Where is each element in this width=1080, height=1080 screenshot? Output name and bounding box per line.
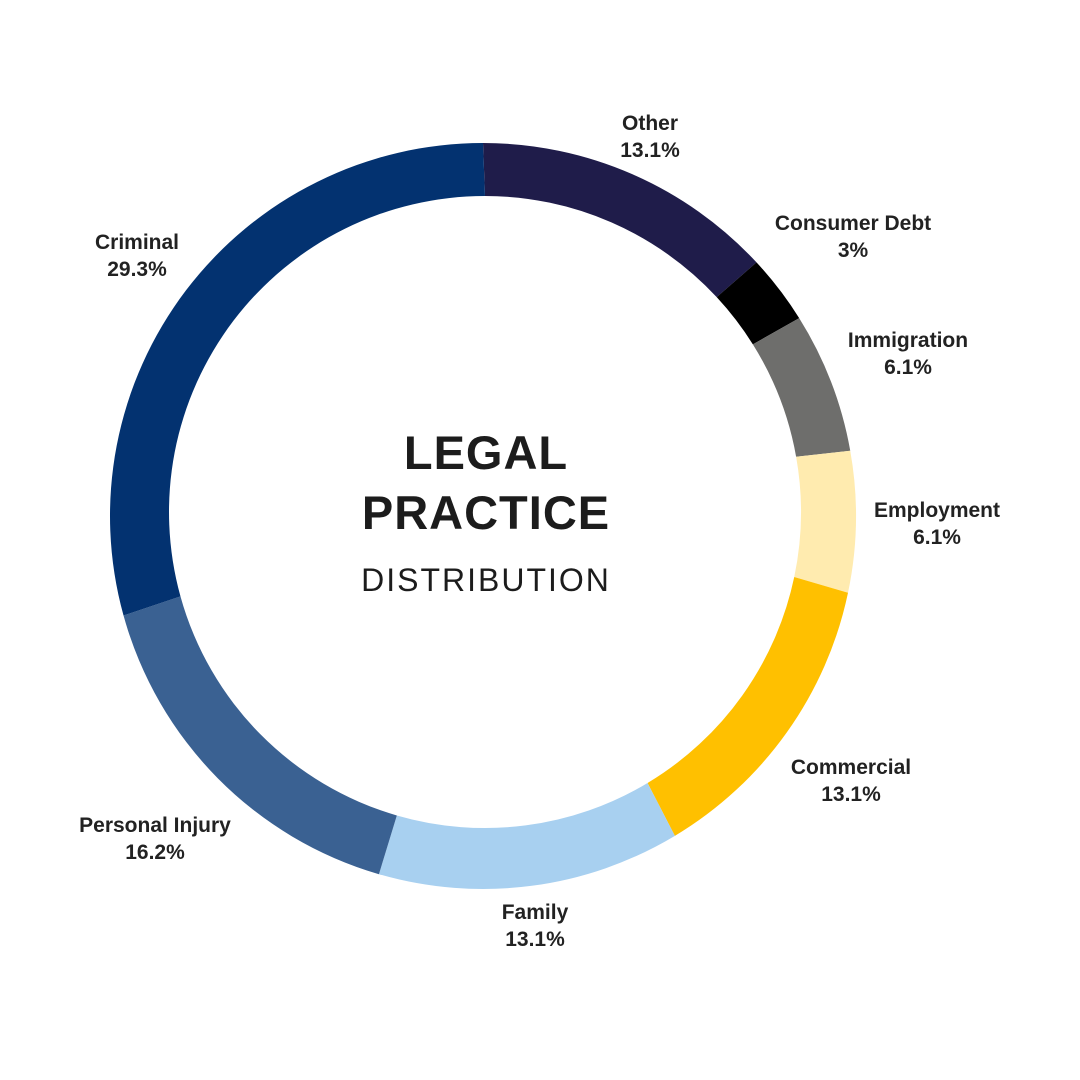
label-value: 3% <box>837 239 869 262</box>
slice-employment <box>794 450 856 593</box>
label-consumer-debt: Consumer Debt 3% <box>775 210 931 264</box>
slice-consumer-debt <box>716 262 800 345</box>
label-name: Commercial <box>790 756 912 779</box>
label-name: Employment <box>873 499 1001 522</box>
label-commercial: Commercial 13.1% <box>791 754 911 808</box>
chart-title-line2: PRACTICE <box>361 486 611 539</box>
label-criminal: Criminal 29.3% <box>95 229 179 283</box>
label-value: 6.1% <box>884 356 932 379</box>
slice-other <box>483 143 757 298</box>
label-family: Family 13.1% <box>502 899 569 953</box>
label-name: Other <box>621 112 679 135</box>
label-immigration: Immigration 6.1% <box>848 327 968 381</box>
label-value: 13.1% <box>505 928 565 951</box>
chart-subtitle: DISTRIBUTION <box>361 562 611 598</box>
label-value: 6.1% <box>913 526 961 549</box>
label-value: 29.3% <box>107 258 167 281</box>
slice-criminal <box>110 143 485 616</box>
label-name: Criminal <box>94 231 180 254</box>
label-value: 13.1% <box>620 139 680 162</box>
label-value: 16.2% <box>125 841 185 864</box>
label-personal-injury: Personal Injury 16.2% <box>79 812 231 866</box>
label-value: 13.1% <box>821 783 881 806</box>
chart-title-line1: LEGAL <box>403 426 569 479</box>
donut-slices <box>110 143 856 890</box>
label-employment: Employment 6.1% <box>874 497 1000 551</box>
label-name: Personal Injury <box>79 814 231 837</box>
label-other: Other 13.1% <box>620 110 680 164</box>
slice-family <box>378 782 675 890</box>
slice-personal-injury <box>123 596 397 875</box>
label-name: Family <box>501 901 569 924</box>
slice-immigration <box>752 318 851 457</box>
slice-commercial <box>647 577 849 836</box>
label-name: Consumer Debt <box>774 212 932 235</box>
label-name: Immigration <box>847 329 969 352</box>
